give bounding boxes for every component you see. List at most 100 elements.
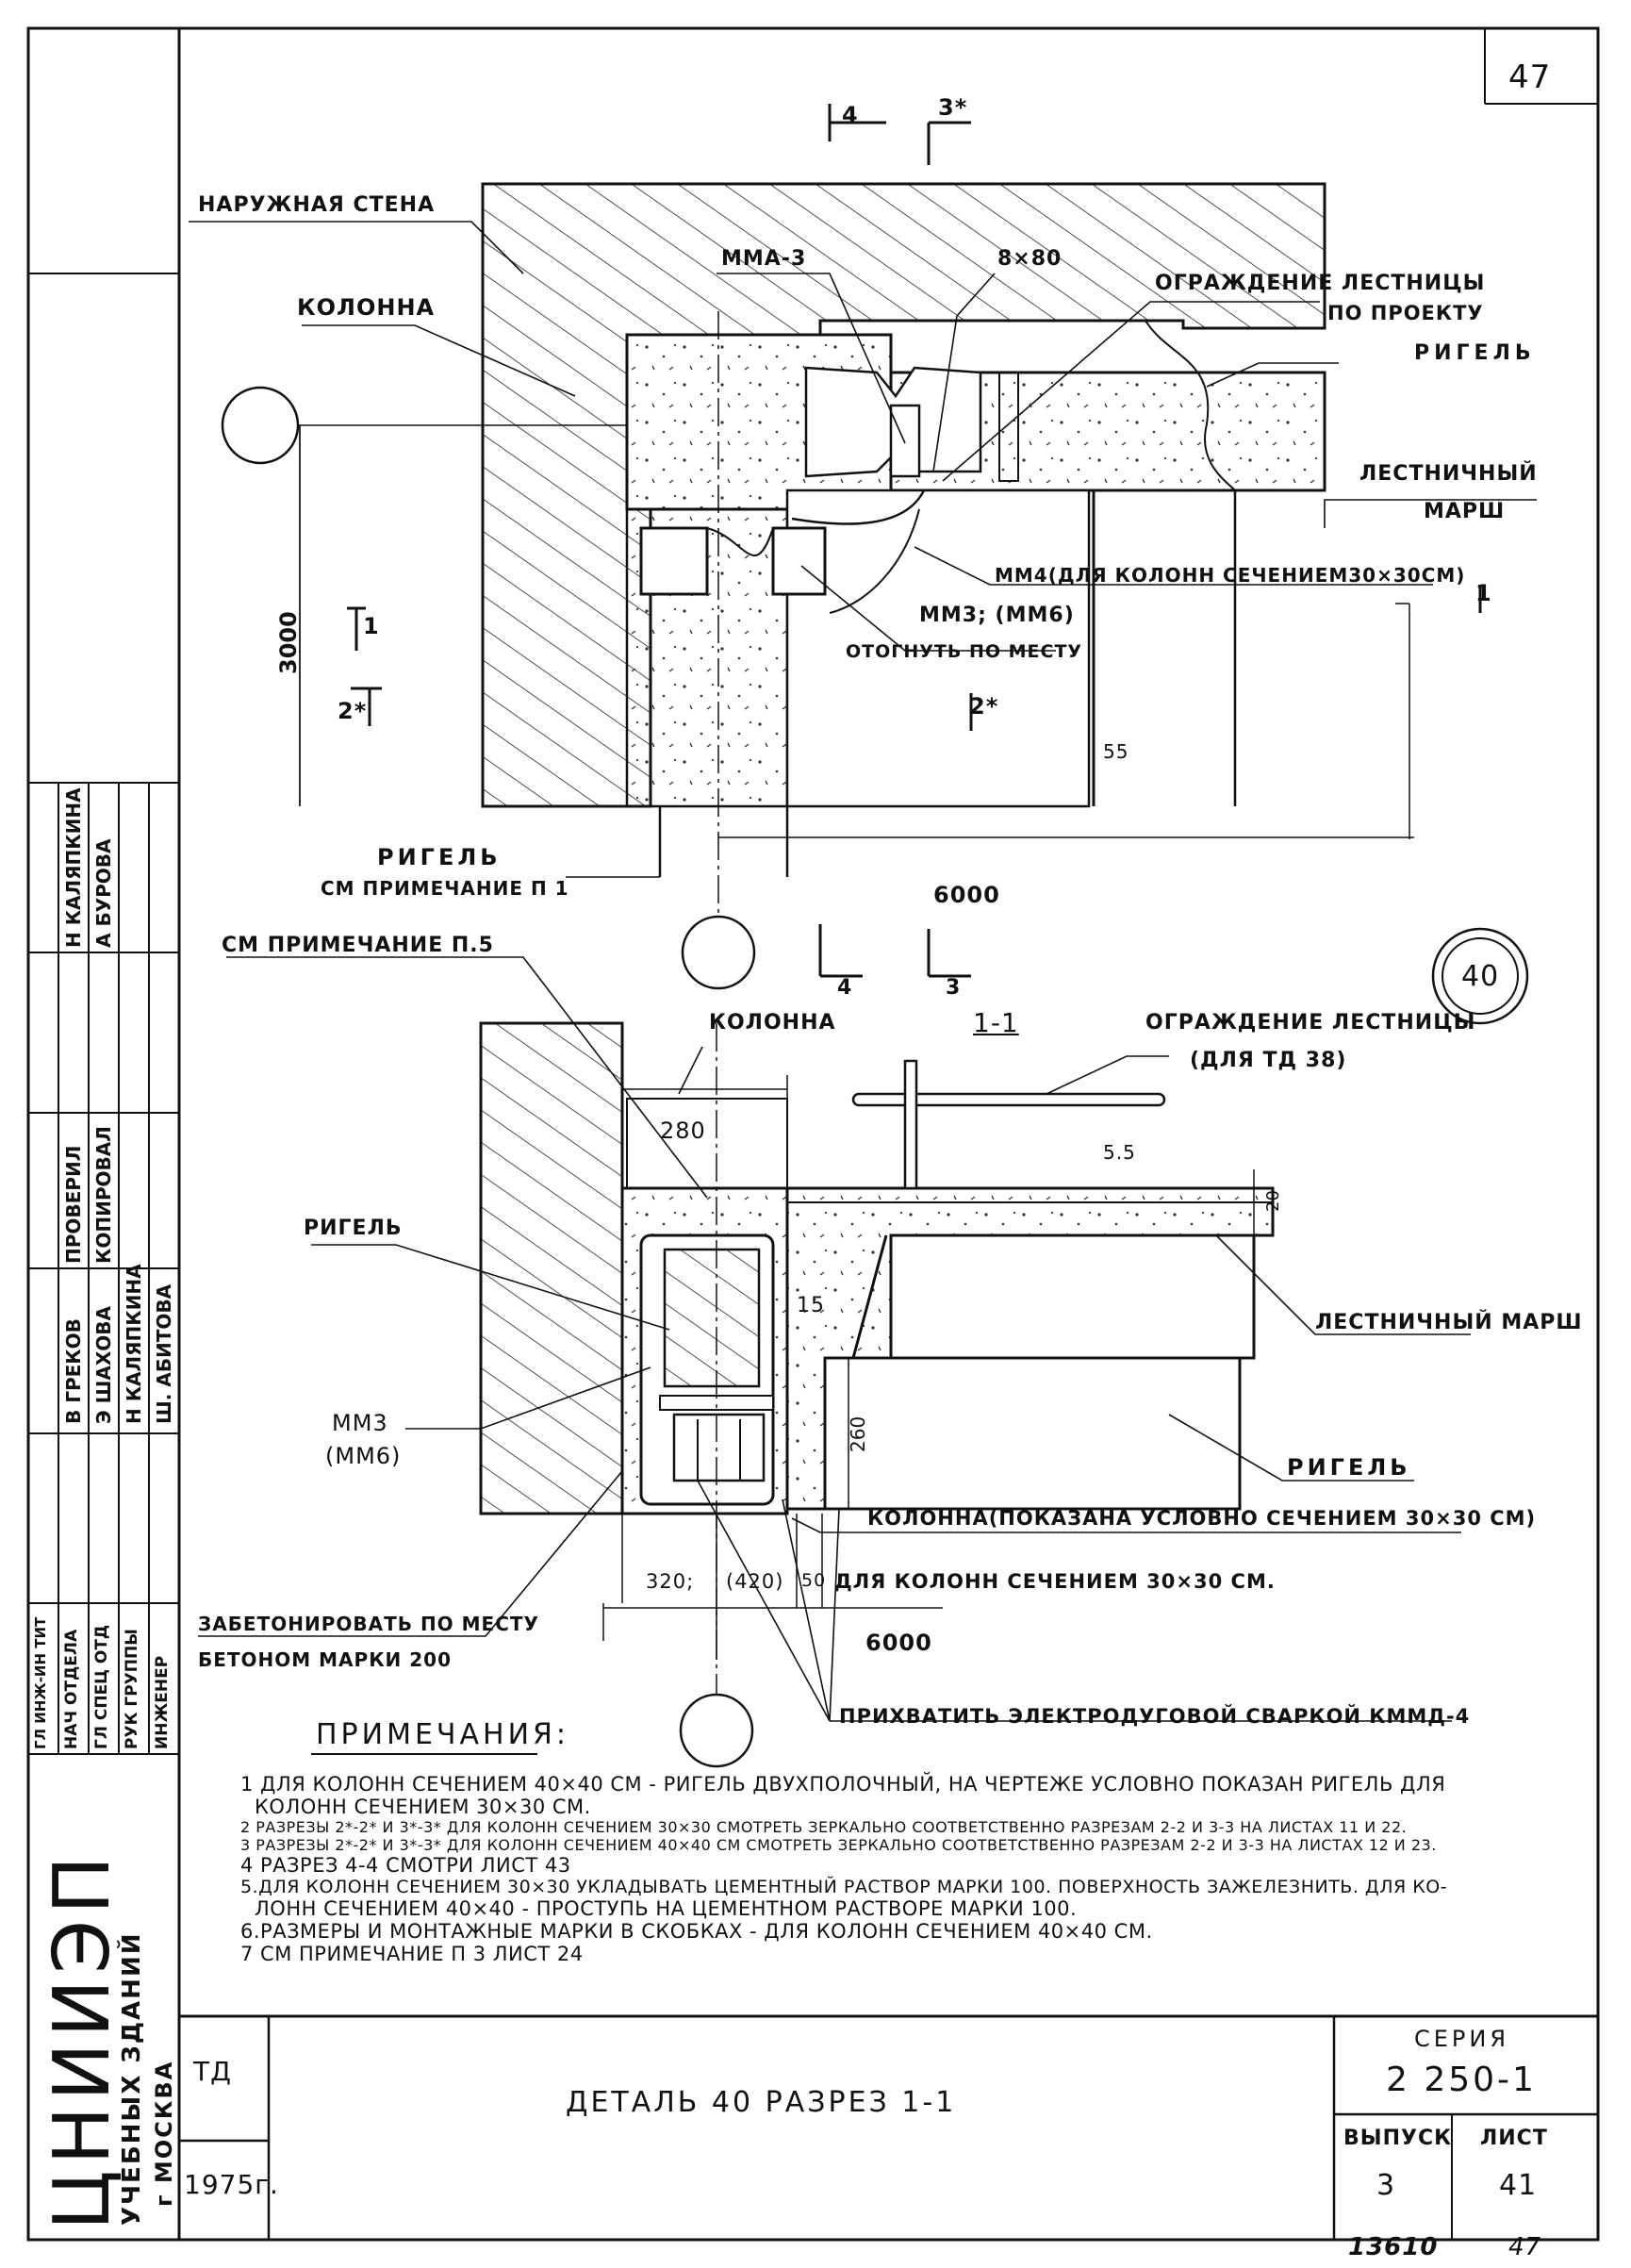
plan-section-mark-bottom-4: 4 — [837, 976, 853, 1000]
section-wall-hatch — [479, 1021, 624, 1515]
section-marks — [347, 104, 1482, 978]
label-railing: ОГРАЖДЕНИЕ ЛЕСТНИЦЫ — [1155, 272, 1486, 295]
plan-dim-6000: 6000 — [933, 882, 1000, 908]
label-mm3: ММ3 — [332, 1410, 388, 1436]
label-section-railing: ОГРАЖДЕНИЕ ЛЕСТНИЦЫ — [1145, 1011, 1476, 1035]
stamp-name: В ГРЕКОВ — [62, 1318, 85, 1424]
label-section-column: КОЛОННА — [709, 1011, 836, 1035]
label-concrete-2: БЕТОНОМ МАРКИ 200 — [198, 1648, 452, 1671]
section-dim-20: 20 — [1263, 1190, 1283, 1212]
section-dim-320: 320; — [646, 1570, 695, 1593]
stamp-role: ГЛ СПЕЦ ОТД — [92, 1624, 111, 1749]
label-mm4: ММ4(ДЛЯ КОЛОНН СЕЧЕНИЕМ30×30СМ) — [995, 564, 1466, 587]
stamp-role: РУК ГРУППЫ — [123, 1629, 141, 1749]
stamp-role: ГЛ ИНЖ-ИН ТИТ — [32, 1616, 49, 1749]
sheet-number-top: 47 — [1508, 58, 1552, 96]
stamp-role: ИНЖЕНЕР — [153, 1655, 172, 1749]
label-see-note-5: СМ ПРИМЕЧАНИЕ П.5 — [222, 934, 494, 957]
plan-section-mark-bottom-3: 3 — [946, 976, 962, 1000]
section-dim-50: 50 — [801, 1570, 827, 1591]
stamp-role: НАЧ ОТДЕЛА — [62, 1629, 81, 1749]
label-section-crossbar-left: РИГЕЛЬ — [304, 1217, 403, 1240]
note-line: 1 ДЛЯ КОЛОНН СЕЧЕНИЕМ 40×40 СМ - РИГЕЛЬ … — [240, 1773, 1446, 1796]
label-column: КОЛОННА — [297, 294, 436, 321]
note-line: 4 РАЗРЕЗ 4-4 СМОТРИ ЛИСТ 43 — [240, 1854, 571, 1877]
note-line: 6.РАЗМЕРЫ И МОНТАЖНЫЕ МАРКИ В СКОБКАХ - … — [240, 1920, 1153, 1943]
note-line: ЛОНН СЕЧЕНИЕМ 40×40 - ПРОСТУПЬ НА ЦЕМЕНТ… — [255, 1897, 1078, 1920]
axis-circle-left — [221, 386, 300, 465]
plan-dim-3000: 3000 — [275, 611, 302, 674]
label-mma3: ММА-3 — [721, 247, 807, 271]
stamp-copied-label: КОПИРОВАЛ — [92, 1126, 115, 1264]
title-block-title: ДЕТАЛЬ 40 РАЗРЕЗ 1-1 — [566, 2086, 957, 2119]
plan-section-mark-left-1: 1 — [363, 613, 380, 639]
label-weld-size: 8×80 — [997, 247, 1063, 271]
label-column-note: КОЛОННА(ПОКАЗАНА УСЛОВНО СЕЧЕНИЕМ 30×30 … — [867, 1507, 1537, 1530]
detail-circle-outer — [1431, 927, 1529, 1025]
label-outer-wall: НАРУЖНАЯ СТЕНА — [198, 193, 436, 217]
section-dim-15: 15 — [797, 1294, 825, 1317]
label-weld-note: ПРИХВАТИТЬ ЭЛЕКТРОДУГОВОЙ СВАРКОЙ КММД-4 — [839, 1705, 1471, 1728]
notes-list: 1 ДЛЯ КОЛОНН СЕЧЕНИЕМ 40×40 СМ - РИГЕЛЬ … — [240, 1773, 1447, 1965]
label-section-crossbar-right: РИГЕЛЬ — [1287, 1454, 1411, 1481]
note-line: 7 СМ ПРИМЕЧАНИЕ П 3 ЛИСТ 24 — [240, 1943, 584, 1965]
title-block-year: 1975г. — [184, 2169, 279, 2200]
label-crossbar: РИГЕЛЬ — [1414, 341, 1536, 365]
label-stair-flight-2: МАРШ — [1424, 500, 1506, 523]
plan-section-mark-left-2: 2* — [338, 698, 368, 724]
label-bend: ОТОГНУТЬ ПО МЕСТУ — [846, 641, 1083, 662]
section-dim-55: 5.5 — [1103, 1141, 1136, 1164]
label-section-railing-2: (ДЛЯ ТД 38) — [1190, 1049, 1347, 1072]
label-mm3-mm6: ММ3; (ММ6) — [919, 604, 1075, 627]
plan-view — [189, 104, 1537, 990]
notes-heading: ПРИМЕЧАНИЯ: — [316, 1718, 569, 1751]
stamp-name: Н КАЛЯПКИНА — [123, 1264, 145, 1424]
stamp-org-sub: УЧЕБНЫХ ЗДАНИЙ — [118, 1931, 146, 2226]
label-railing-2: ПО ПРОЕКТУ — [1327, 302, 1484, 324]
label-column-note-2: ДЛЯ КОЛОНН СЕЧЕНИЕМ 30×30 СМ. — [834, 1570, 1276, 1593]
stamp-name: Н КАЛЯПКИНА — [62, 787, 85, 948]
stamp-name: Ш. АБИТОВА — [153, 1283, 175, 1424]
section-dim-260: 260 — [847, 1415, 869, 1452]
section-leaders — [198, 956, 1471, 1722]
issue-value: 3 — [1376, 2169, 1396, 2202]
stamp-org-city: г МОСКВА — [151, 2060, 177, 2207]
plan-section-mark-right-1: 1 — [1475, 580, 1492, 606]
note-line: 5.ДЛЯ КОЛОНН СЕЧЕНИЕМ 30×30 УКЛАДЫВАТЬ Ц… — [240, 1877, 1448, 1897]
sheet-value: 41 — [1499, 2169, 1538, 2202]
side-stamp-grid — [28, 273, 179, 1755]
plan-section-mark-3: 3* — [938, 94, 968, 121]
title-block-td: ТД — [193, 2056, 232, 2087]
axis-circle-bottom — [681, 915, 756, 990]
note-line: 2 РАЗРЕЗЫ 2*-2* И 3*-3* ДЛЯ КОЛОНН СЕЧЕН… — [240, 1818, 1408, 1836]
plan-dim-55: 55 — [1103, 740, 1129, 763]
label-concrete: ЗАБЕТОНИРОВАТЬ ПО МЕСТУ — [198, 1613, 539, 1635]
bottom-number-1: 13610 — [1348, 2233, 1439, 2261]
label-section-stair-flight: ЛЕСТНИЧНЫЙ МАРШ — [1315, 1311, 1583, 1334]
label-mm6: (ММ6) — [325, 1443, 402, 1469]
section-crossbar — [889, 1233, 1256, 1360]
plan-leaders — [189, 221, 1537, 878]
axis-circle-section — [679, 1693, 754, 1768]
series-label: СЕРИЯ — [1414, 2026, 1510, 2052]
bottom-number-2: 47 — [1508, 2233, 1542, 2261]
note-line: КОЛОНН СЕЧЕНИЕМ 30×30 СМ. — [255, 1796, 591, 1818]
section-dim-6000: 6000 — [865, 1630, 932, 1656]
stamp-checked-label: ПРОВЕРИЛ — [62, 1145, 85, 1264]
issue-label: ВЫПУСК — [1343, 2127, 1453, 2150]
section-title: 1-1 — [973, 1007, 1019, 1038]
label-stair-flight: ЛЕСТНИЧНЫЙ — [1359, 462, 1538, 486]
stamp-name: Э ШАХОВА — [92, 1306, 115, 1424]
sheet-label: ЛИСТ — [1480, 2127, 1548, 2150]
detail-circle-number: 40 — [1461, 960, 1500, 993]
section-view — [198, 956, 1471, 1768]
note-line: 3 РАЗРЕЗЫ 2*-2* И 3*-3* ДЛЯ КОЛОНН СЕЧЕН… — [240, 1836, 1437, 1854]
section-dim-420: (420) — [726, 1570, 784, 1593]
stamp-org: ЦНИИЭП — [38, 1850, 127, 2230]
series-value: 2 250-1 — [1386, 2061, 1537, 2099]
label-bottom-crossbar: РИГЕЛЬ — [377, 844, 502, 870]
plan-section-mark-4: 4 — [842, 102, 859, 128]
plan-section-mark-mid-2: 2* — [969, 693, 999, 720]
section-dim-280: 280 — [660, 1117, 706, 1144]
